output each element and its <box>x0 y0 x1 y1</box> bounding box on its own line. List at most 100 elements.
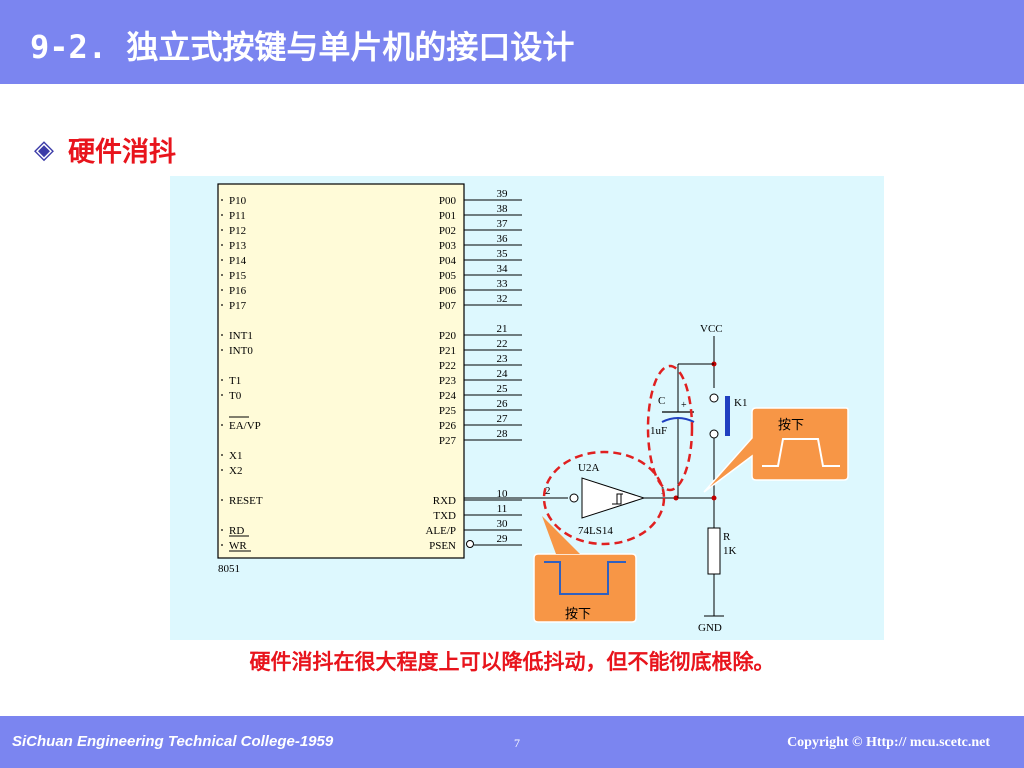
left-pin-label: P17 <box>229 300 247 312</box>
pin-number: 33 <box>497 278 509 290</box>
left-pin-dot <box>221 529 223 531</box>
left-pin-dot <box>221 289 223 291</box>
title-bar: 9-2. 独立式按键与单片机的接口设计 <box>0 0 1024 84</box>
gate-part: 74LS14 <box>578 525 613 537</box>
pin-number: 30 <box>497 518 509 530</box>
capacitor-label: C <box>658 395 665 407</box>
left-pin-dot <box>221 394 223 396</box>
dashed-highlight-gate <box>542 450 666 546</box>
left-pin-dot <box>221 199 223 201</box>
left-pin-dot <box>221 229 223 231</box>
resistor-label: R <box>723 531 731 543</box>
left-pin-dot <box>221 259 223 261</box>
pin-number: 21 <box>497 323 508 335</box>
junction-dot-output <box>673 495 679 501</box>
right-pin-label: P27 <box>439 435 457 447</box>
left-pin-dot <box>221 244 223 246</box>
slide-title: 9-2. 独立式按键与单片机的接口设计 <box>30 28 575 66</box>
right-pin-label: P21 <box>439 345 456 357</box>
callout-lower-label: 按下 <box>565 606 591 621</box>
waveform-falling-icon <box>544 561 626 595</box>
pin-number: 34 <box>497 263 509 275</box>
left-pin-label: P14 <box>229 255 247 267</box>
pin-number: 27 <box>497 413 509 425</box>
footer-school-name: SiChuan Engineering Technical College-19… <box>12 733 334 750</box>
slide-caption: 硬件消抖在很大程度上可以降低抖动，但不能彻底根除。 <box>249 650 775 674</box>
pin-number: 23 <box>497 353 509 365</box>
left-pin-label: T0 <box>229 390 242 402</box>
resistor-value: 1K <box>723 545 737 557</box>
pin-number: 37 <box>497 218 509 230</box>
pin-number: 22 <box>497 338 508 350</box>
pin-number: 35 <box>497 248 509 260</box>
section-heading: ◈ 硬件消抖 <box>34 130 176 169</box>
left-pin-label: X1 <box>229 450 242 462</box>
key-contact-top <box>709 393 719 403</box>
left-pin-dot <box>221 544 223 546</box>
left-pin-dot <box>221 334 223 336</box>
left-pin-label: WR <box>229 540 247 552</box>
pin-number: 32 <box>497 293 508 305</box>
right-pin-label: PSEN <box>429 540 456 552</box>
left-pin-label: INT1 <box>229 330 253 342</box>
left-pin-label: P13 <box>229 240 247 252</box>
pin-number: 28 <box>497 428 509 440</box>
left-pin-label: EA/VP <box>229 420 261 432</box>
right-pin-label: P03 <box>439 240 457 252</box>
pin-number: 11 <box>497 503 508 515</box>
right-pin-label: ALE/P <box>425 525 456 537</box>
dashed-highlight-capacitor <box>646 364 694 492</box>
gate-input-bubble <box>569 493 579 503</box>
right-pin-labels: P00P01P02P03P04P05P06P07P20P21P22P23P24P… <box>425 195 456 552</box>
gnd-label: GND <box>698 622 722 634</box>
right-pin-label: P24 <box>439 390 457 402</box>
debounce-circuit-diagram: 8051 P10P11P12P13P14P15P16P17INT1INT0T1T… <box>170 176 884 640</box>
left-pin-dot <box>221 424 223 426</box>
left-pin-dot <box>221 274 223 276</box>
left-pin-label: P11 <box>229 210 246 222</box>
left-pin-dot <box>221 379 223 381</box>
page-number: 7 <box>514 736 520 750</box>
left-pin-label: P16 <box>229 285 247 297</box>
key-label: K1 <box>734 397 747 409</box>
schmitt-inverter-symbol <box>581 477 646 519</box>
chip-name-label: 8051 <box>218 563 240 575</box>
left-pin-label: P15 <box>229 270 247 282</box>
left-pin-labels: P10P11P12P13P14P15P16P17INT1INT0T1T0EA/V… <box>221 195 263 552</box>
right-pin-label: TXD <box>433 510 456 522</box>
junction-dot-node <box>711 495 717 501</box>
pin-number: 10 <box>497 488 509 500</box>
left-pin-label: P10 <box>229 195 247 207</box>
left-pin-label: X2 <box>229 465 242 477</box>
right-pin-label: P06 <box>439 285 457 297</box>
left-pin-dot <box>221 349 223 351</box>
left-pin-label: INT0 <box>229 345 253 357</box>
capacitor-value: 1uF <box>650 425 667 437</box>
gate-name: U2A <box>578 462 599 474</box>
right-pin-label: P22 <box>439 360 456 372</box>
right-pin-label: P25 <box>439 405 457 417</box>
chip-8051-body <box>217 183 465 559</box>
gate-input-pin: 2 <box>545 485 551 497</box>
pin-number: 38 <box>497 203 509 215</box>
pin-number: 24 <box>497 368 509 380</box>
left-pin-label: T1 <box>229 375 241 387</box>
left-pin-dot <box>221 214 223 216</box>
left-pin-label: RD <box>229 525 244 537</box>
left-pin-label: P12 <box>229 225 246 237</box>
right-pin-label: P01 <box>439 210 456 222</box>
right-pin-label: P05 <box>439 270 457 282</box>
right-pin-label: P07 <box>439 300 457 312</box>
callout-upper-label: 按下 <box>778 417 804 432</box>
right-pin-label: RXD <box>433 495 456 507</box>
right-pin-label: P00 <box>439 195 457 207</box>
callout-upper <box>703 407 849 493</box>
footer-copyright: Copyright © Http:// mcu.scetc.net <box>787 735 990 750</box>
left-pin-dot <box>221 454 223 456</box>
waveform-rising-icon <box>762 438 840 467</box>
pin-number: 25 <box>497 383 509 395</box>
vcc-label: VCC <box>700 323 723 335</box>
cap-plate-bottom <box>661 417 695 423</box>
right-pin-label: P20 <box>439 330 457 342</box>
